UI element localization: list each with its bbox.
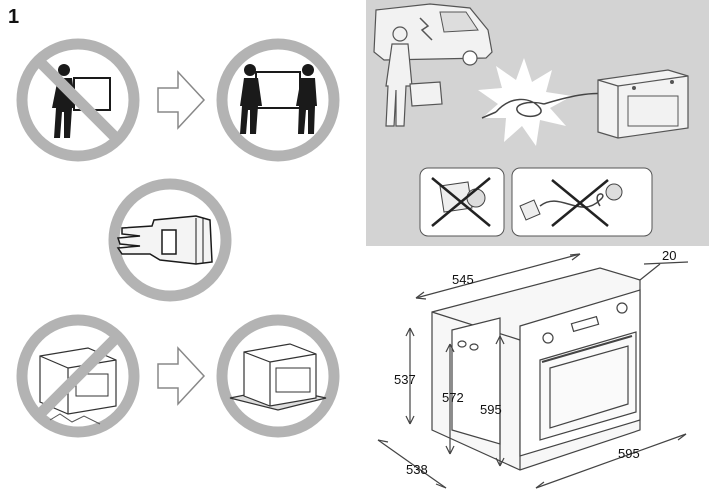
dim-538-label: 538 bbox=[406, 462, 428, 477]
oven-on-floor-prohibited-icon bbox=[16, 314, 140, 438]
dim-595-width-label: 595 bbox=[618, 446, 640, 461]
dim-572-label: 572 bbox=[442, 390, 464, 405]
step-number: 1 bbox=[8, 6, 20, 28]
electrical-warning-panel bbox=[366, 0, 709, 246]
dim-545-label: 545 bbox=[452, 272, 474, 287]
protective-glove-icon bbox=[108, 178, 232, 302]
dim-20-label: 20 bbox=[662, 248, 676, 263]
oven-on-packaging-base-icon bbox=[216, 314, 340, 438]
dim-595-height-label: 595 bbox=[480, 402, 502, 417]
dim-537-label: 537 bbox=[394, 372, 416, 387]
single-person-lift-prohibited-icon bbox=[16, 38, 140, 162]
installation-dimensions-diagram bbox=[377, 253, 689, 489]
two-person-lift-icon bbox=[216, 38, 340, 162]
extension-cord-prohibited-icon bbox=[511, 167, 653, 237]
adapter-prohibited-icon bbox=[419, 167, 505, 237]
arrow-icon bbox=[157, 70, 206, 130]
oven-icon bbox=[597, 69, 689, 139]
technician-icon bbox=[385, 26, 443, 127]
arrow-icon bbox=[157, 346, 206, 406]
electric-spark-icon bbox=[478, 58, 607, 146]
